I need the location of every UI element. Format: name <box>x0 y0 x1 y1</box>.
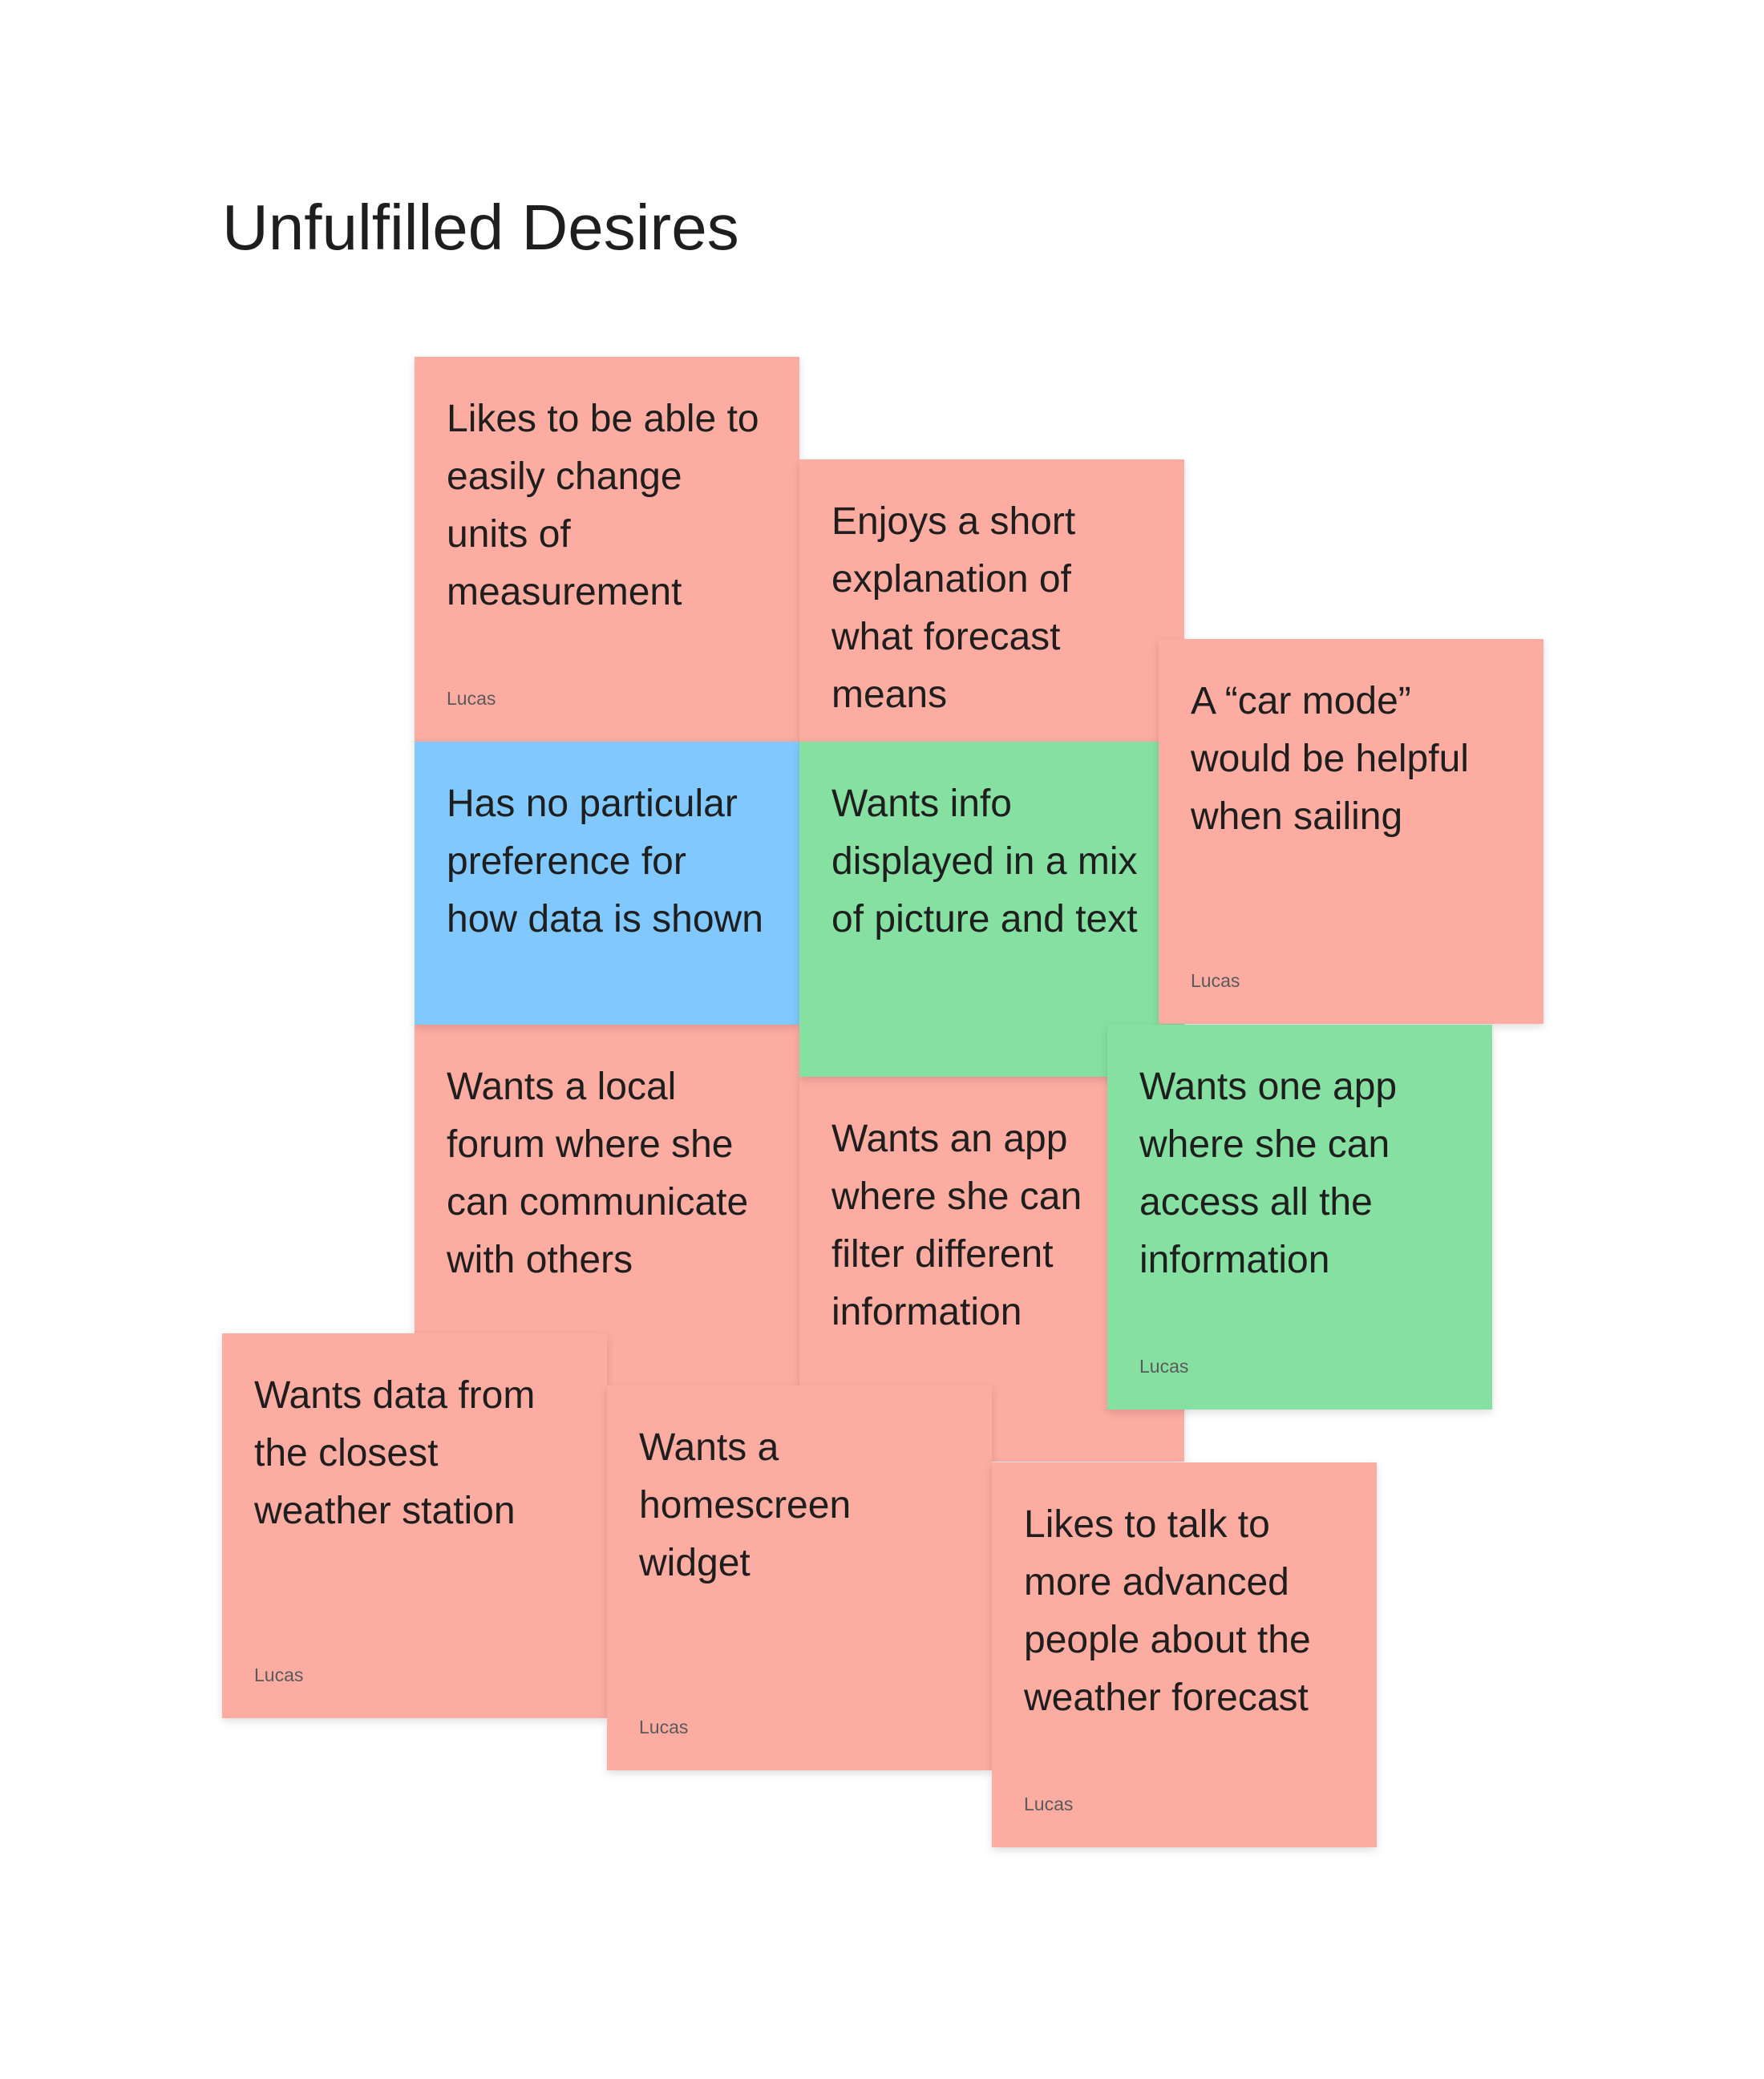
note-author: Lucas <box>254 1664 304 1685</box>
note-author: Lucas <box>639 1717 689 1737</box>
note-text: Wants data from the closest weather stat… <box>254 1374 536 1532</box>
board-title: Unfulfilled Desires <box>222 192 739 263</box>
note-text: Wants a local forum where she can commun… <box>447 1066 749 1281</box>
note-text: Wants an app where she can filter differ… <box>831 1118 1082 1333</box>
sticky-note-car-mode[interactable]: A “car mode” would be helpful when saili… <box>1159 639 1544 1024</box>
sticky-note-one-app[interactable]: Wants one app where she can access all t… <box>1107 1025 1492 1410</box>
note-author: Lucas <box>1024 1794 1074 1814</box>
sticky-note-no-preference[interactable]: Has no particular preference for how dat… <box>415 742 799 1025</box>
note-text: Likes to be able to easily change units … <box>447 398 759 613</box>
note-text: Has no particular preference for how dat… <box>447 783 763 940</box>
note-text: Wants one app where she can access all t… <box>1139 1066 1398 1281</box>
note-text: A “car mode” would be helpful when saili… <box>1191 680 1469 838</box>
note-text: Enjoys a short explanation of what forec… <box>831 500 1076 716</box>
note-text: Wants info displayed in a mix of picture… <box>831 783 1138 940</box>
sticky-note-units[interactable]: Likes to be able to easily change units … <box>415 357 799 742</box>
note-author: Lucas <box>1191 970 1240 991</box>
note-author: Lucas <box>447 688 496 709</box>
note-author: Lucas <box>1139 1356 1189 1377</box>
note-text: Likes to talk to more advanced people ab… <box>1024 1503 1311 1719</box>
sticky-note-closest-station[interactable]: Wants data from the closest weather stat… <box>222 1333 607 1718</box>
sticky-note-picture-text[interactable]: Wants info displayed in a mix of picture… <box>799 742 1184 1077</box>
sticky-note-advanced-people[interactable]: Likes to talk to more advanced people ab… <box>992 1462 1377 1847</box>
sticky-note-widget[interactable]: Wants a homescreen widget Lucas <box>607 1385 992 1770</box>
note-text: Wants a homescreen widget <box>639 1426 852 1584</box>
